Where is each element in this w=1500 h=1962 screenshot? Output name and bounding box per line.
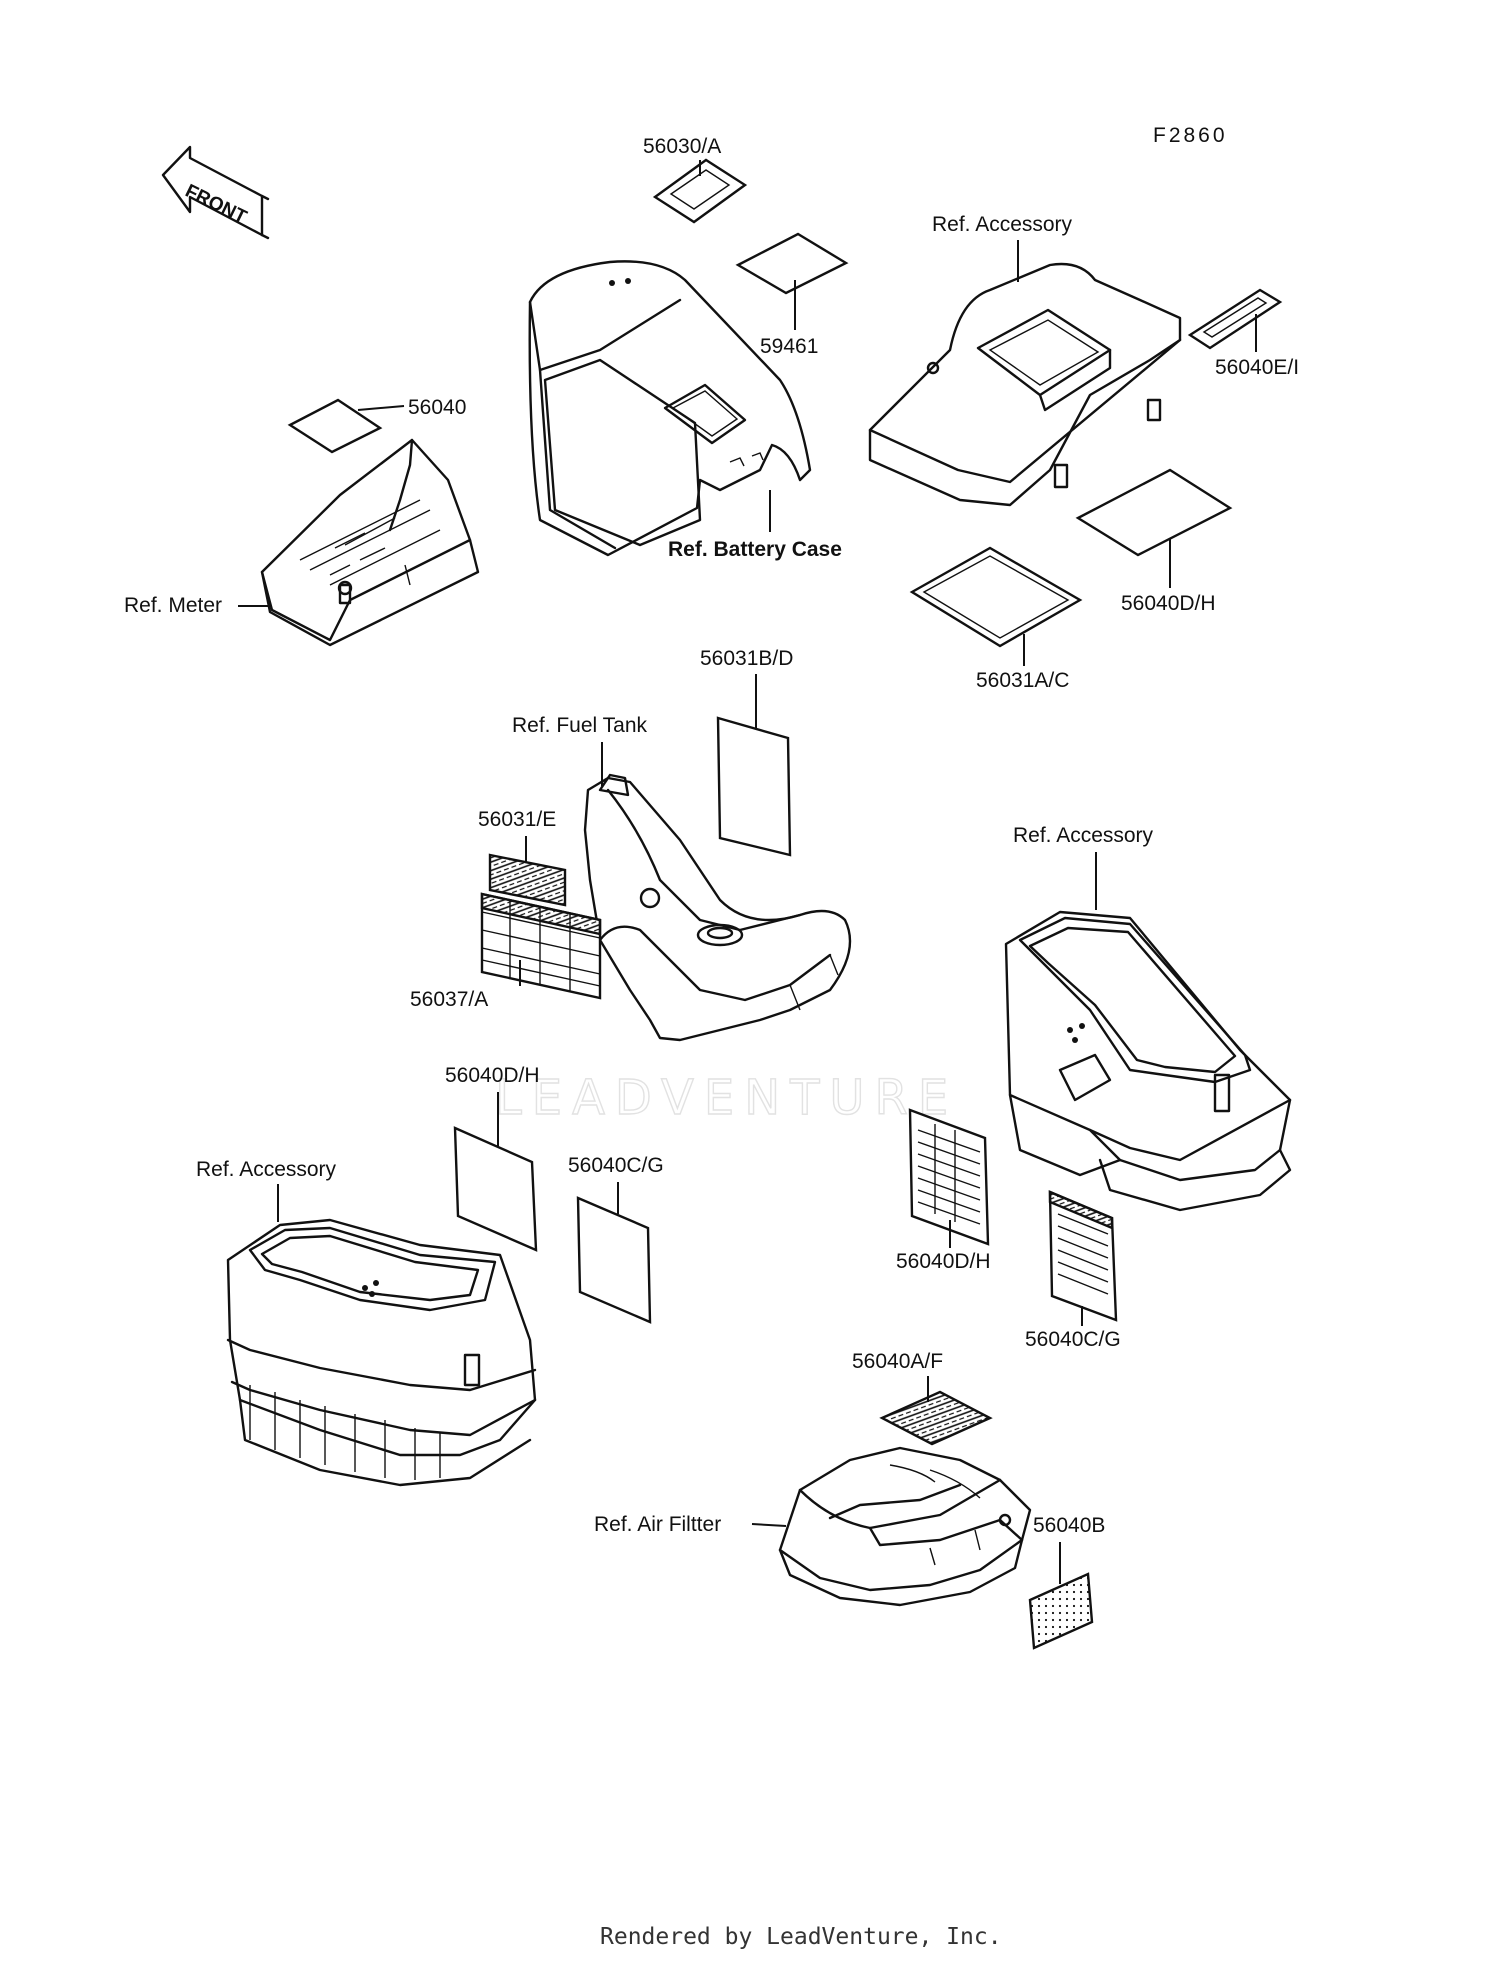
- label-56040b: 56040B: [1033, 1514, 1105, 1537]
- decal-56030a: [652, 158, 748, 224]
- label-56031ac: 56031A/C: [976, 669, 1069, 692]
- decal-56040cg-right: [1048, 1190, 1118, 1322]
- figure-id: F2860: [1153, 124, 1228, 147]
- footer-credit: Rendered by LeadVenture, Inc.: [600, 1924, 1002, 1950]
- decal-56031bd: [716, 716, 792, 857]
- decal-56040b: [1028, 1572, 1094, 1650]
- label-ref-battery-case: Ref. Battery Case: [668, 538, 842, 561]
- label-56031bd: 56031B/D: [700, 647, 793, 670]
- label-56037a: 56037/A: [410, 988, 488, 1011]
- decal-56040ei: [1187, 288, 1283, 350]
- accessory-right-saddlebag: [1004, 910, 1292, 1212]
- label-ref-accessory-left: Ref. Accessory: [196, 1158, 337, 1181]
- label-59461: 59461: [760, 335, 818, 358]
- fuel-tank: [583, 773, 852, 1042]
- label-56040ei: 56040E/I: [1215, 356, 1299, 379]
- label-56031e: 56031/E: [478, 808, 556, 831]
- decal-56040cg-mid: [576, 1196, 652, 1324]
- battery-case: [528, 260, 812, 557]
- label-56040cg-right: 56040C/G: [1025, 1328, 1121, 1351]
- accessory-top-trunk: [868, 262, 1182, 507]
- label-56040dh-right: 56040D/H: [896, 1250, 991, 1273]
- accessory-left-saddlebag: [226, 1218, 537, 1487]
- decal-56040af: [879, 1390, 993, 1446]
- label-56040cg-mid: 56040C/G: [568, 1154, 664, 1177]
- label-ref-fuel-tank: Ref. Fuel Tank: [512, 714, 648, 737]
- decal-56040dh-right: [908, 1108, 990, 1246]
- decal-56031ac: [909, 546, 1083, 648]
- label-56040af: 56040A/F: [852, 1350, 943, 1373]
- air-filter-cover: [778, 1446, 1032, 1607]
- label-ref-accessory-right: Ref. Accessory: [1013, 824, 1154, 847]
- label-56040: 56040: [408, 396, 466, 419]
- decal-56040dh-top: [1075, 468, 1233, 557]
- decal-59461: [735, 232, 849, 295]
- meter-cover: [260, 438, 480, 647]
- label-56030a: 56030/A: [643, 135, 721, 158]
- decal-56040: [287, 398, 383, 454]
- watermark: LEADVENTURE: [495, 1070, 958, 1126]
- label-ref-air-filter: Ref. Air Filtter: [594, 1513, 721, 1536]
- label-56040dh-top: 56040D/H: [1121, 592, 1216, 615]
- label-ref-meter: Ref. Meter: [124, 594, 222, 617]
- decal-56031e: [488, 853, 567, 907]
- label-56040dh-mid: 56040D/H: [445, 1064, 540, 1087]
- decal-56040dh-mid: [453, 1126, 538, 1252]
- decal-56037a: [480, 892, 602, 1000]
- front-arrow-icon: FRONT: [161, 145, 270, 240]
- label-ref-accessory-top: Ref. Accessory: [932, 213, 1073, 236]
